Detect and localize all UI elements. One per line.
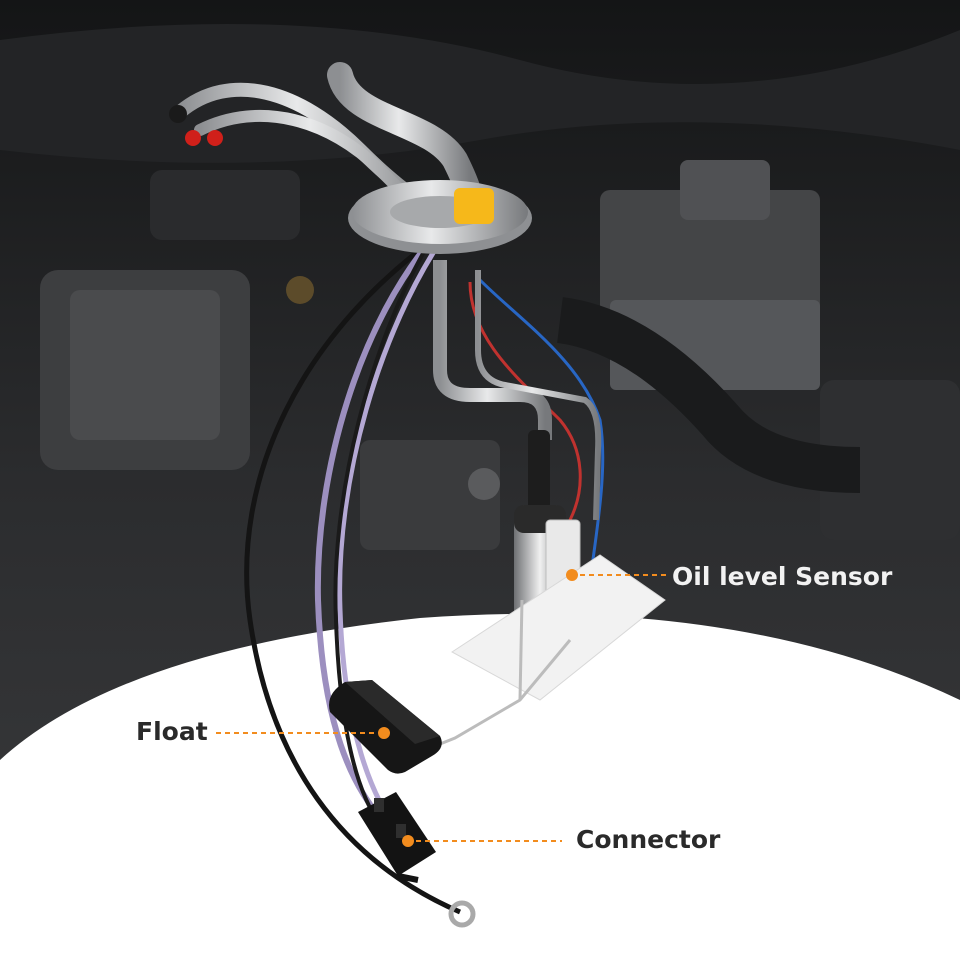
oil-level-sensor-label: Oil level Sensor	[672, 562, 893, 591]
orange-dot-icon	[378, 727, 390, 739]
connector-callout	[402, 835, 562, 847]
connector	[358, 792, 436, 883]
orange-dot-icon	[402, 835, 414, 847]
orange-dot-icon	[566, 569, 578, 581]
float	[329, 680, 442, 774]
connector-label: Connector	[576, 825, 721, 854]
oil-level-sensor-callout	[566, 569, 666, 581]
white-floor	[0, 613, 960, 960]
float-callout	[216, 727, 390, 739]
float-label: Float	[136, 717, 208, 746]
fuel-pump-assembly	[169, 62, 666, 928]
